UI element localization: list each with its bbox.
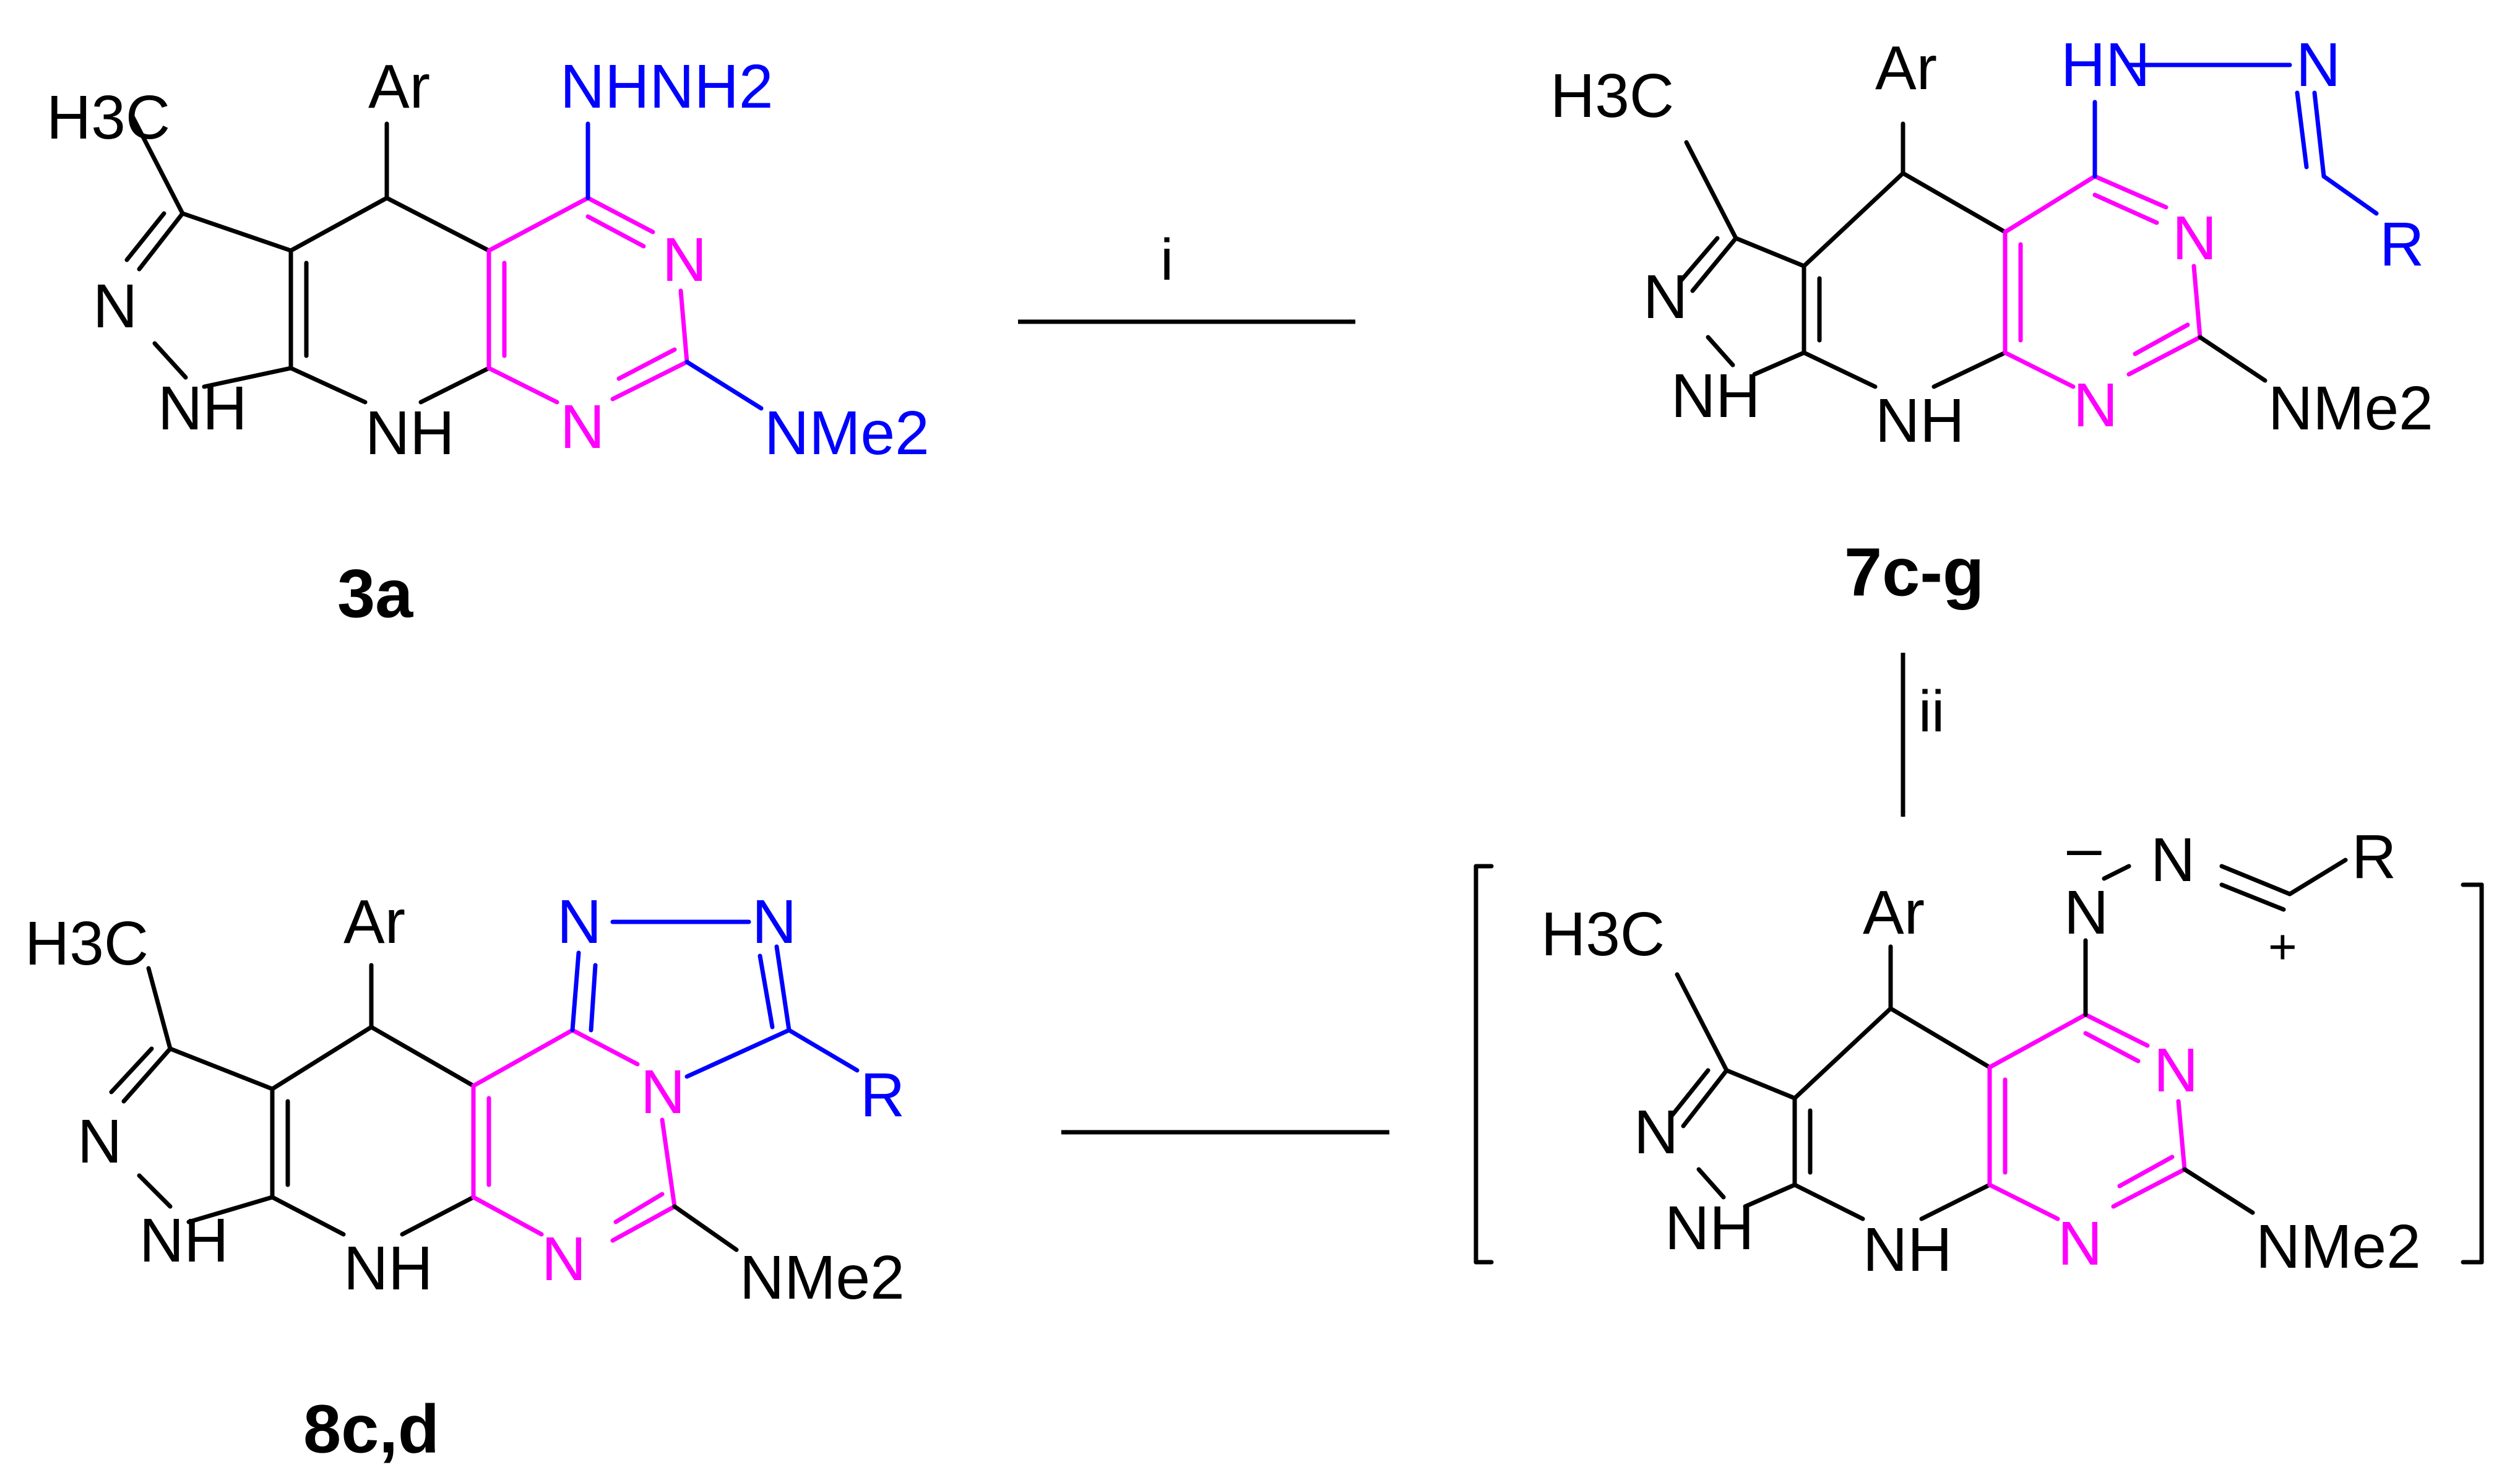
ring-nh-label: NH: [343, 1234, 433, 1303]
ar-label: Ar: [1863, 878, 1925, 947]
ring-nh-label: NH: [1863, 1215, 1952, 1284]
pyrazole-nh-label: NH: [1665, 1193, 1754, 1263]
ar-label: Ar: [368, 52, 430, 121]
h3c-label: H3C: [25, 909, 149, 978]
intermediate-zwitterion: H3C Ar N NH NH N N N – N R + NMe2: [1474, 813, 2484, 1284]
ring-nh-label: NH: [1875, 386, 1964, 455]
n-imine-label: N: [2151, 825, 2195, 895]
compound-label-3a: 3a: [337, 556, 413, 632]
imine-n-label: N: [2296, 30, 2341, 100]
r-group-label: R: [2352, 822, 2396, 892]
triazole-n-left: N: [557, 887, 602, 957]
pyrazole-nh-label: NH: [139, 1206, 228, 1275]
condition-ii: ii: [1918, 679, 1944, 744]
pyrazole-n-label: N: [1643, 262, 1688, 332]
h3c-label: H3C: [1541, 900, 1665, 969]
n-minus-label: N: [2064, 878, 2108, 947]
pyrimidine-n-bottom: N: [2073, 371, 2118, 440]
compound-label-8c-d: 8c,d: [303, 1391, 439, 1468]
r-group-label: R: [2380, 210, 2424, 279]
compound-8c-d: H3C Ar N NH NH N N N R N NMe2 8c,d: [25, 887, 905, 1468]
pyrimidine-n-top: N: [2172, 204, 2217, 273]
pyrimidine-n-bottom: N: [2058, 1209, 2102, 1278]
plus-charge: +: [2268, 919, 2297, 974]
pyrimidine-n-top: N: [2154, 1036, 2198, 1105]
nme2-label: NMe2: [2256, 1212, 2421, 1281]
compound-7c-g: H3C Ar N NH NH N N HN N R NMe2 7c-g: [1550, 30, 2433, 611]
hydrazine-label: NHNH2: [560, 52, 773, 121]
ring-nh-label: NH: [365, 398, 454, 468]
ar-label: Ar: [343, 887, 405, 957]
hn-label: HN: [2061, 30, 2150, 100]
pyrazole-nh-label: NH: [158, 374, 247, 443]
ar-label: Ar: [1875, 33, 1937, 103]
compound-label-7c-g: 7c-g: [1844, 535, 1984, 611]
nme2-label: NMe2: [2268, 374, 2433, 443]
triazole-n-right: N: [752, 887, 796, 957]
h3c-label: H3C: [1550, 61, 1674, 131]
pyrimidine-n-top: N: [662, 225, 707, 295]
pyrazole-nh-label: NH: [1671, 361, 1760, 431]
nme2-label: NMe2: [764, 398, 930, 468]
condition-i: i: [1160, 227, 1173, 293]
compound-3a: H3C Ar N NH NH N N NHNH2 NMe2 3a: [46, 52, 930, 632]
pyrazole-n-label: N: [93, 272, 137, 341]
r-group-label: R: [860, 1060, 905, 1130]
pyrimidine-n-bottom: N: [560, 392, 605, 462]
pyrazole-n-label: N: [1634, 1098, 1678, 1167]
bridge-n-label: N: [641, 1057, 685, 1127]
pyrazole-n-label: N: [77, 1107, 122, 1176]
pyrimidine-n-bottom: N: [542, 1224, 586, 1294]
nme2-label: NMe2: [740, 1243, 905, 1312]
minus-charge: –: [2067, 813, 2102, 882]
h3c-label: H3C: [46, 83, 170, 152]
